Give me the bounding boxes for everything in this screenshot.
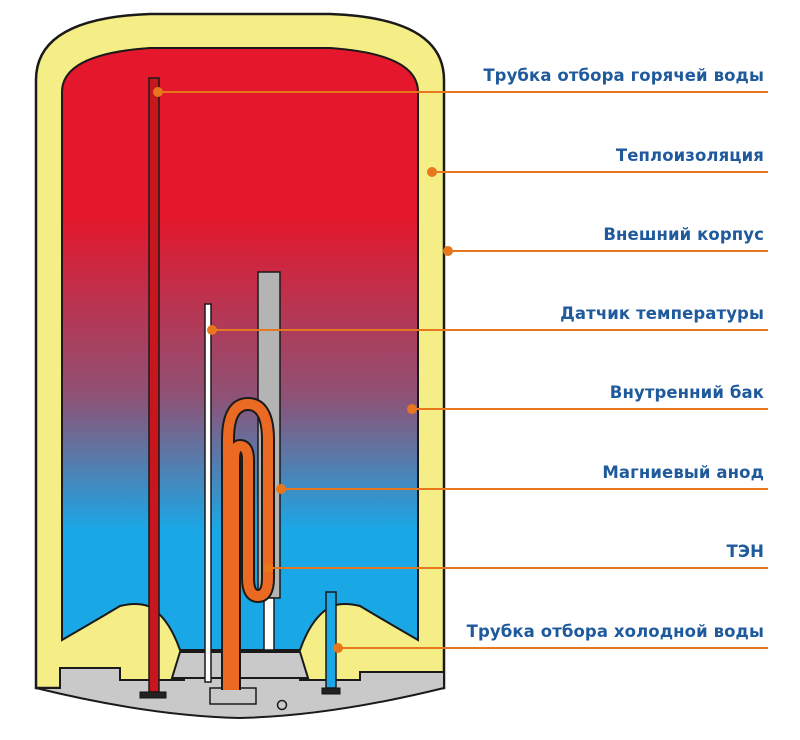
cold-pipe-nut	[321, 687, 341, 695]
label-inner-tank: Внутренний бак	[609, 383, 764, 402]
flange-plate	[209, 687, 257, 705]
temperature-sensor	[204, 303, 212, 683]
leader-dot-insulation	[427, 167, 437, 177]
drain-bolt	[276, 699, 288, 711]
label-heater: ТЭН	[726, 542, 764, 561]
leader-lines	[153, 87, 768, 653]
leader-dot-heater	[263, 563, 273, 573]
leader-dot-hot-pipe	[153, 87, 163, 97]
leader-dot-anode	[276, 484, 286, 494]
label-cold-pipe: Трубка отбора холодной воды	[466, 622, 764, 641]
hot-water-pipe	[148, 77, 160, 693]
hot-pipe-nut	[139, 691, 167, 699]
label-anode: Магниевый анод	[602, 463, 764, 482]
leader-dot-inner-tank	[407, 404, 417, 414]
leader-dot-temp-sensor	[207, 325, 217, 335]
label-outer-shell: Внешний корпус	[603, 225, 764, 244]
label-temp-sensor: Датчик температуры	[560, 304, 764, 323]
label-insulation: Теплоизоляция	[615, 146, 764, 165]
label-hot-pipe: Трубка отбора горячей воды	[483, 66, 764, 85]
leader-dot-outer-shell	[443, 246, 453, 256]
heating-element	[223, 399, 273, 690]
cold-water-pipe	[325, 591, 337, 689]
anode-rod	[263, 597, 275, 651]
leader-dot-cold-pipe	[333, 643, 343, 653]
